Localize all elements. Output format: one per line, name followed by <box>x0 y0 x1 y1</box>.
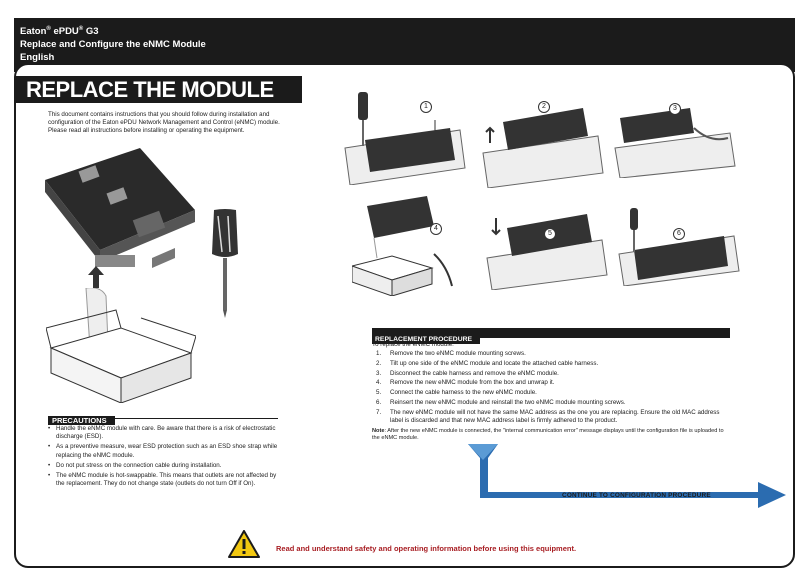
warning-triangle-icon <box>228 530 260 558</box>
procedure-heading: REPLACEMENT PROCEDURE <box>372 328 730 344</box>
step-2-illustration <box>482 108 604 188</box>
step-marker-6: 6 <box>673 228 685 240</box>
procedure-intro: To replace the eNMC module: <box>372 341 454 348</box>
step-marker-3: 3 <box>669 103 681 115</box>
list-item: 1.Remove the two eNMC module mounting sc… <box>376 350 526 357</box>
enmc-module-illustration <box>45 148 195 268</box>
list-item: 3.Disconnect the cable harness and remov… <box>376 369 559 377</box>
language-label: English <box>20 52 55 64</box>
procedure-steps: 1.Remove the two eNMC module mounting sc… <box>376 350 732 426</box>
step-6-illustration <box>618 208 740 286</box>
step-3-illustration <box>614 108 736 178</box>
precautions-heading: PRECAUTIONS <box>48 410 278 425</box>
list-item: As a preventive measure, wear ESD protec… <box>48 443 280 459</box>
step-marker-5: 5 <box>544 228 556 240</box>
continue-flow-arrow <box>468 444 786 508</box>
up-arrow-icon <box>88 266 104 288</box>
step-4-illustration <box>352 196 453 296</box>
procedure-note: Note: After the new eNMC module is conne… <box>372 428 724 442</box>
precautions-list: Handle the eNMC module with care. Be awa… <box>48 425 280 490</box>
step-1-illustration <box>344 92 466 185</box>
list-item: The eNMC module is hot-swappable. This m… <box>48 472 280 488</box>
product-title: Eaton® ePDU® G3 <box>20 26 99 38</box>
document-subtitle: Replace and Configure the eNMC Module <box>20 39 206 51</box>
list-item: 7.The new eNMC module will not have the … <box>376 408 720 424</box>
open-box-illustration <box>46 288 196 403</box>
step-marker-4: 4 <box>430 223 442 235</box>
list-item: 5.Connect the cable harness to the new e… <box>376 389 537 397</box>
safety-warning-text: Read and understand safety and operating… <box>276 544 577 553</box>
list-item: Handle the eNMC module with care. Be awa… <box>48 425 280 441</box>
list-item: 4.Remove the new eNMC module from the bo… <box>376 379 555 387</box>
step-marker-2: 2 <box>538 101 550 113</box>
continue-to-configuration-link[interactable]: CONTINUE TO CONFIGURATION PROCEDURE <box>562 492 711 499</box>
screwdriver-illustration <box>212 209 238 318</box>
list-item: Do not put stress on the connection cabl… <box>48 462 280 470</box>
list-item: 2.Tilt up one side of the eNMC module an… <box>376 359 599 367</box>
step-marker-1: 1 <box>420 101 432 113</box>
intro-paragraph: This document contains instructions that… <box>48 111 280 135</box>
section-banner: REPLACE THE MODULE <box>16 76 302 103</box>
list-item: 6.Reinsert the new eNMC module and reins… <box>376 398 626 406</box>
step-5-illustration <box>486 214 608 290</box>
